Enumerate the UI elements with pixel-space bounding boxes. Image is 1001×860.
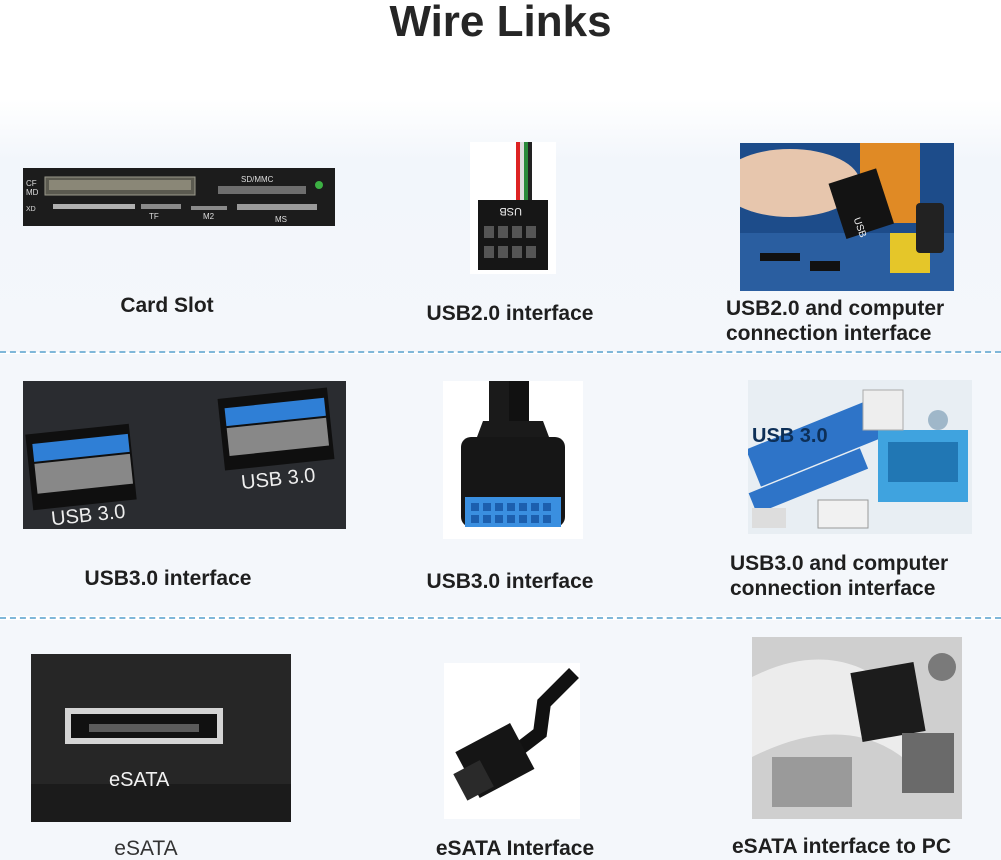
caption-usb3-mb-connection: USB3.0 and computer connection interface [730,552,949,600]
usb3-motherboard-image: USB 3.0 [748,380,972,534]
usb2-motherboard-image: USB [740,143,954,291]
caption-usb3-connector: USB3.0 interface [426,570,594,593]
caption-card-slot: Card Slot [120,294,214,317]
card-label-xd: XD [26,206,36,213]
row-divider [0,617,1001,619]
card-label-sdmmc: SD/MMC [241,175,274,184]
esata-port-image: eSATA [31,654,291,822]
caption-usb3-interface: USB3.0 interface [84,567,252,590]
esata-cable-image [444,663,580,819]
row-divider [0,351,1001,353]
card-label-ms: MS [275,215,287,224]
caption-esata-to-pc: eSATA interface to PC [732,835,951,858]
caption-usb2-mb-connection: USB2.0 and computer connection interface [726,297,945,345]
card-label-cf: CF [26,179,37,188]
usb3-front-panel-image: USB 3.0 USB 3.0 [23,381,346,529]
caption-esata: eSATA [114,837,178,860]
esata-pc-image [752,637,962,819]
card-label-m2: M2 [203,212,215,221]
card-label-tf: TF [149,212,159,221]
esata-port-label: eSATA [109,769,170,791]
usb3-connector-image [443,381,583,539]
caption-usb2-interface: USB2.0 interface [426,302,594,325]
usb2-connector-image: USB [470,142,556,274]
card-slot-image: CF MD XD SD/MMC TF M2 MS [23,168,335,226]
usb2-label: USB [499,205,522,217]
card-label-md: MD [26,188,39,197]
page-title: Wire Links [389,0,612,46]
usb3-mb-label: USB 3.0 [752,425,828,447]
caption-esata-interface: eSATA Interface [435,837,595,860]
